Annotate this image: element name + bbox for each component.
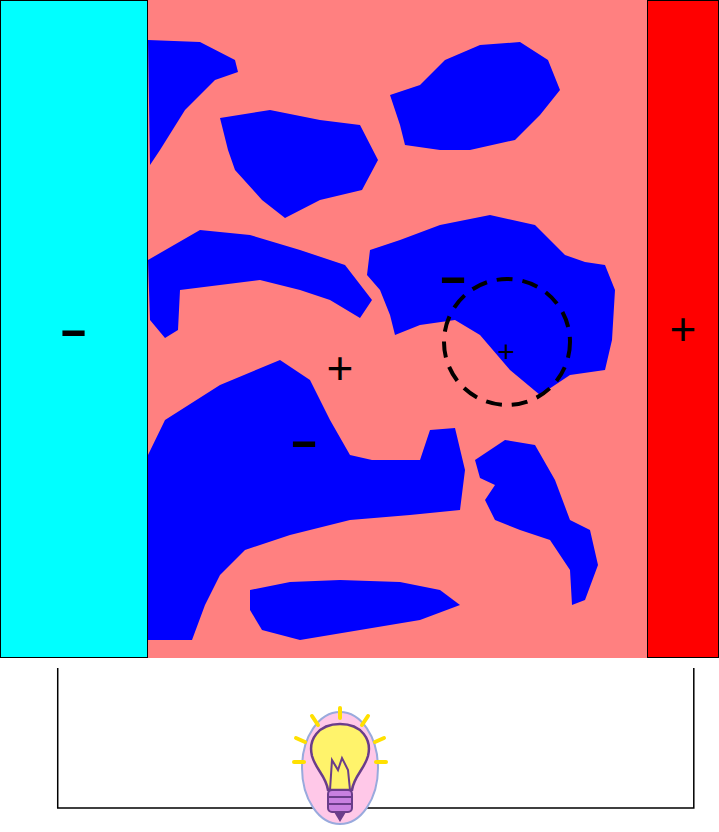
electron-sign: - bbox=[438, 253, 467, 299]
anode-electrode: + bbox=[647, 0, 719, 658]
electrode-polarity: - bbox=[59, 306, 88, 352]
hole-sign: + bbox=[327, 345, 354, 391]
exciton-hole-sign: + bbox=[497, 337, 515, 367]
blend-region bbox=[148, 0, 647, 658]
cathode-electrode: - bbox=[0, 0, 148, 658]
lightbulb-icon bbox=[294, 708, 386, 824]
electron-sign: - bbox=[289, 417, 318, 463]
donor-domains bbox=[148, 40, 615, 640]
electrode-polarity: + bbox=[670, 306, 697, 352]
